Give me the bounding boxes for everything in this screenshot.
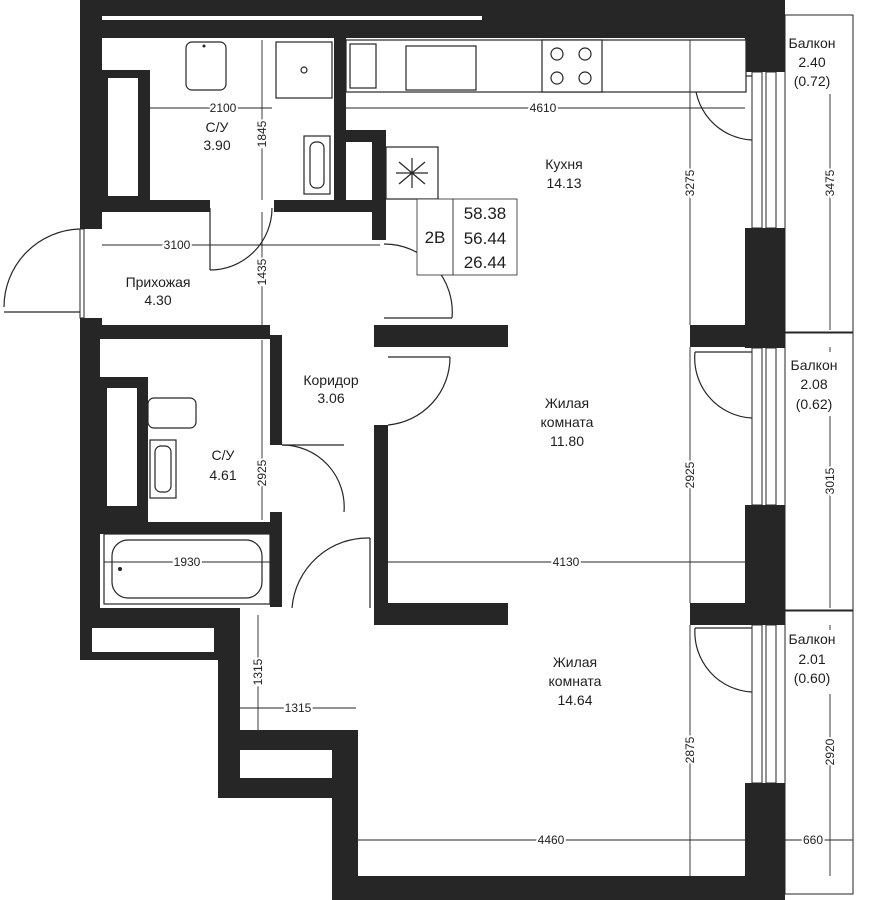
balcony2-area: 2.08 <box>800 376 827 392</box>
dim-kitchen-width: 4610 <box>530 101 557 115</box>
room-living2-area: 14.64 <box>557 692 592 708</box>
balcony1-area: 2.40 <box>798 54 825 70</box>
doors <box>3 75 753 693</box>
room-bath1-area: 3.90 <box>203 137 230 153</box>
dim-bath2-height: 2925 <box>255 459 269 486</box>
dim-hall-width: 3100 <box>164 238 191 252</box>
dim-balcony3-height: 2920 <box>823 738 837 765</box>
room-kitchen-name: Кухня <box>545 156 582 172</box>
windows <box>751 71 777 784</box>
room-labels: С/У 3.90 Кухня 14.13 Прихожая 4.30 Корид… <box>126 119 602 708</box>
balcony2-reduced: (0.62) <box>796 396 833 412</box>
dim-kitchen-height: 3275 <box>683 169 697 196</box>
room-bath2-name: С/У <box>212 447 235 463</box>
room-bath1-name: С/У <box>206 119 229 135</box>
room-living2-name-2: комната <box>549 673 602 689</box>
apartment-badge: 2В 58.38 56.44 26.44 <box>416 198 518 276</box>
dim-balcony1-height: 3475 <box>823 169 837 196</box>
room-living1-name-1: Жилая <box>545 395 589 411</box>
room-kitchen-area: 14.13 <box>546 175 581 191</box>
room-living1-area: 11.80 <box>550 433 584 449</box>
fixtures <box>103 39 747 605</box>
dim-bath1-height: 1845 <box>255 120 269 147</box>
room-bath2-area: 4.61 <box>209 467 236 483</box>
dim-living2-height: 2875 <box>683 736 697 763</box>
room-living2-name-1: Жилая <box>553 654 597 670</box>
dim-balcony2-height: 3015 <box>823 467 837 494</box>
dimension-labels: 2100 1845 4610 3275 3475 3100 1435 2925 … <box>162 99 839 849</box>
balcony3-reduced: (0.60) <box>794 670 831 686</box>
dim-bath1-width: 2100 <box>210 101 237 115</box>
area-living-incl: 56.44 <box>464 229 507 248</box>
dim-hall-height: 1435 <box>255 258 269 285</box>
balcony2-name: Балкон <box>791 357 838 373</box>
area-living: 26.44 <box>464 253 507 272</box>
balcony-frames <box>784 14 854 895</box>
dim-balcony3-width: 660 <box>803 833 823 847</box>
dim-living1-height: 2925 <box>683 461 697 488</box>
balcony3-name: Балкон <box>789 631 836 647</box>
room-corridor-area: 3.06 <box>317 390 344 406</box>
dim-living1-width: 4130 <box>553 555 580 569</box>
balcony1-reduced: (0.72) <box>794 73 831 89</box>
dim-niche-width: 1315 <box>285 701 312 715</box>
balcony3-area: 2.01 <box>798 651 825 667</box>
room-hall-name: Прихожая <box>126 274 191 290</box>
apartment-type: 2В <box>425 228 446 247</box>
dim-living2-width: 4460 <box>538 833 565 847</box>
balcony1-name: Балкон <box>789 35 836 51</box>
room-hall-area: 4.30 <box>144 292 171 308</box>
balcony-labels: Балкон 2.40 (0.72) Балкон 2.08 (0.62) Ба… <box>786 30 852 694</box>
room-corridor-name: Коридор <box>303 372 359 388</box>
dim-tub-width: 1930 <box>174 555 201 569</box>
area-total: 58.38 <box>464 204 507 223</box>
room-living1-name-2: комната <box>541 414 594 430</box>
walls <box>80 0 853 900</box>
dim-niche-height: 1315 <box>251 658 265 685</box>
